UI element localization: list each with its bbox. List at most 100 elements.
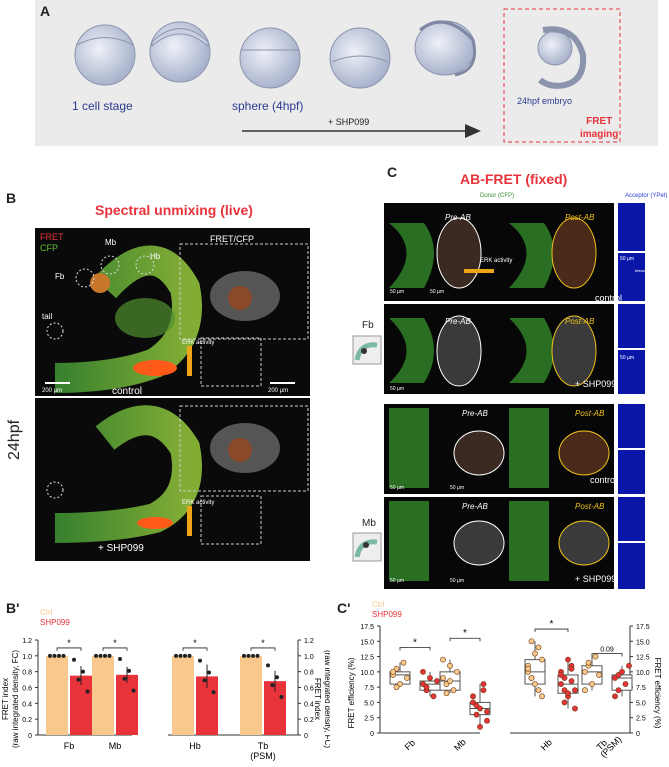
erk-activity-label-c: ERK activity — [480, 258, 513, 264]
c2-ylabel-left: FRET efficiency (%) — [347, 657, 356, 728]
post-ab-3: Post-AB — [575, 409, 605, 418]
c2-ytick-label-right: 7.5 — [636, 685, 646, 692]
panel-c-title: AB-FRET (fixed) — [460, 171, 568, 187]
b2-point-ctrl — [183, 653, 187, 658]
c2-ctrl-point — [528, 638, 535, 645]
b2-sig-star: * — [193, 638, 197, 648]
b2-point-shp — [131, 688, 136, 693]
b2-bar-shp — [116, 674, 138, 735]
b2-ytick-label-right: 0.4 — [304, 701, 314, 708]
c2-sig-label: * — [413, 637, 417, 648]
scale-label-c4: 50 µm — [390, 485, 404, 491]
b2-bar-ctrl — [92, 655, 114, 735]
b2-bar-ctrl — [172, 655, 194, 735]
pre-ab-3: Pre-AB — [462, 409, 488, 418]
c2-shp-point — [615, 687, 622, 694]
b2-ylabel-left-1: FRET index — [1, 678, 10, 720]
b2-point-shp — [76, 677, 81, 682]
b2-ytick-label-left: 0.6 — [22, 686, 32, 693]
c2-ytick-label-left: 5.0 — [364, 700, 374, 707]
c2-shp-point — [572, 705, 578, 712]
scale-bar-label-2: 200 µm — [268, 388, 289, 394]
b2-ytick-label-right: 0.6 — [304, 686, 314, 693]
scale-label-c7: 50 µm — [450, 578, 464, 584]
bleached-roi-label: bleached ROI — [635, 268, 660, 273]
c2-category-label: Fb — [403, 738, 418, 753]
b2-point-shp — [118, 657, 122, 661]
c2-ytick-label-left: 10.0 — [360, 670, 374, 677]
post-ab-1: Post-AB — [565, 213, 595, 222]
c2-ctrl-point — [440, 675, 446, 681]
c2-ctrl-point — [440, 656, 446, 663]
b2-point-shp — [81, 669, 85, 674]
b2-point-ctrl — [255, 653, 260, 658]
c2-ytick-label-right: 2.5 — [636, 716, 646, 723]
stage-cleavage-embryo — [149, 21, 211, 83]
b2-point-ctrl — [242, 653, 246, 658]
b2-point-ctrl — [48, 653, 52, 658]
b2-point-ctrl — [251, 653, 255, 658]
b2-point-ctrl — [246, 653, 251, 658]
b2-point-shp — [122, 676, 127, 681]
c2-ytick-label-right: 17.5 — [636, 624, 650, 631]
b2-bar-ctrl — [46, 655, 68, 735]
b2-point-ctrl — [52, 653, 57, 658]
stage-epiboly-embryo — [329, 27, 391, 89]
pre-ab-4: Pre-AB — [462, 502, 488, 511]
scale-bar-label-1: 200 µm — [42, 388, 63, 394]
c2-ctrl-point — [443, 690, 450, 697]
b2-bar-ctrl — [240, 655, 262, 735]
c2-ctrl-point — [582, 668, 588, 675]
c2-ctrl-point — [404, 675, 410, 681]
c2-ylabel-right: FRET efficiency (%) — [653, 658, 662, 729]
c2-ctrl-point — [539, 656, 545, 663]
c2-ctrl-point — [393, 684, 400, 691]
b2-point-shp — [85, 689, 90, 694]
b2-point-ctrl — [107, 653, 112, 658]
panel-b-micrographs — [35, 228, 310, 561]
b2-ytick-label-right: 0.8 — [304, 670, 314, 677]
c2-ytick-label-left: 15.0 — [360, 639, 374, 646]
b2-ytick-label-left: 0.2 — [22, 717, 32, 724]
donor-label: Donor (CFP) — [480, 193, 515, 199]
treatment-label: + SHP099 — [328, 117, 370, 127]
mb-row-label: Mb — [362, 518, 376, 529]
b2-ytick-label-left: 0.4 — [22, 701, 32, 708]
b2-point-shp — [211, 690, 216, 695]
b2-sig-bracket — [102, 647, 128, 651]
stage-sphere-label: sphere (4hpf) — [232, 99, 304, 113]
panel-b2-letter: B' — [6, 600, 20, 616]
c2-shp-point — [470, 693, 476, 700]
c2-shp-point — [427, 675, 433, 681]
pre-ab-2: Pre-AB — [445, 317, 471, 326]
c2-ytick-label-left: 7.5 — [364, 685, 374, 692]
c2-ctrl-point — [532, 650, 538, 657]
b2-bar-shp — [264, 681, 286, 735]
control-label-b: control — [112, 386, 143, 397]
b2-ytick-label-left: 0 — [28, 733, 32, 740]
mb-label: Mb — [105, 238, 117, 247]
b2-category-label: Hb — [189, 741, 201, 751]
control-label-c2: control — [590, 475, 618, 485]
panel-c-micrographs — [384, 203, 645, 589]
acceptor-label: Acceptor (YPet) — [625, 193, 668, 199]
b2-ytick-label-right: 0.2 — [304, 717, 314, 724]
c2-legend-ctrl: Ctrl — [372, 600, 385, 609]
c2-ytick-label-left: 17.5 — [360, 624, 374, 631]
c2-shp-point — [430, 693, 437, 700]
hpf-label-wrap: 24hpf — [4, 390, 24, 470]
b2-ytick-label-right: 1.2 — [304, 638, 314, 645]
c2-shp-point — [572, 687, 578, 694]
c2-shp-point — [473, 702, 480, 709]
stage-segmentation-embryo — [414, 20, 476, 77]
c2-shp-point — [420, 668, 426, 675]
c2-sig-label: 0.09 — [600, 647, 614, 654]
c2-ctrl-point — [535, 687, 542, 694]
c2-shp-point — [568, 665, 575, 672]
c2-ctrl-point — [582, 687, 588, 694]
shp-label-b: + SHP099 — [98, 543, 144, 554]
legend-cfp: CFP — [40, 243, 58, 253]
